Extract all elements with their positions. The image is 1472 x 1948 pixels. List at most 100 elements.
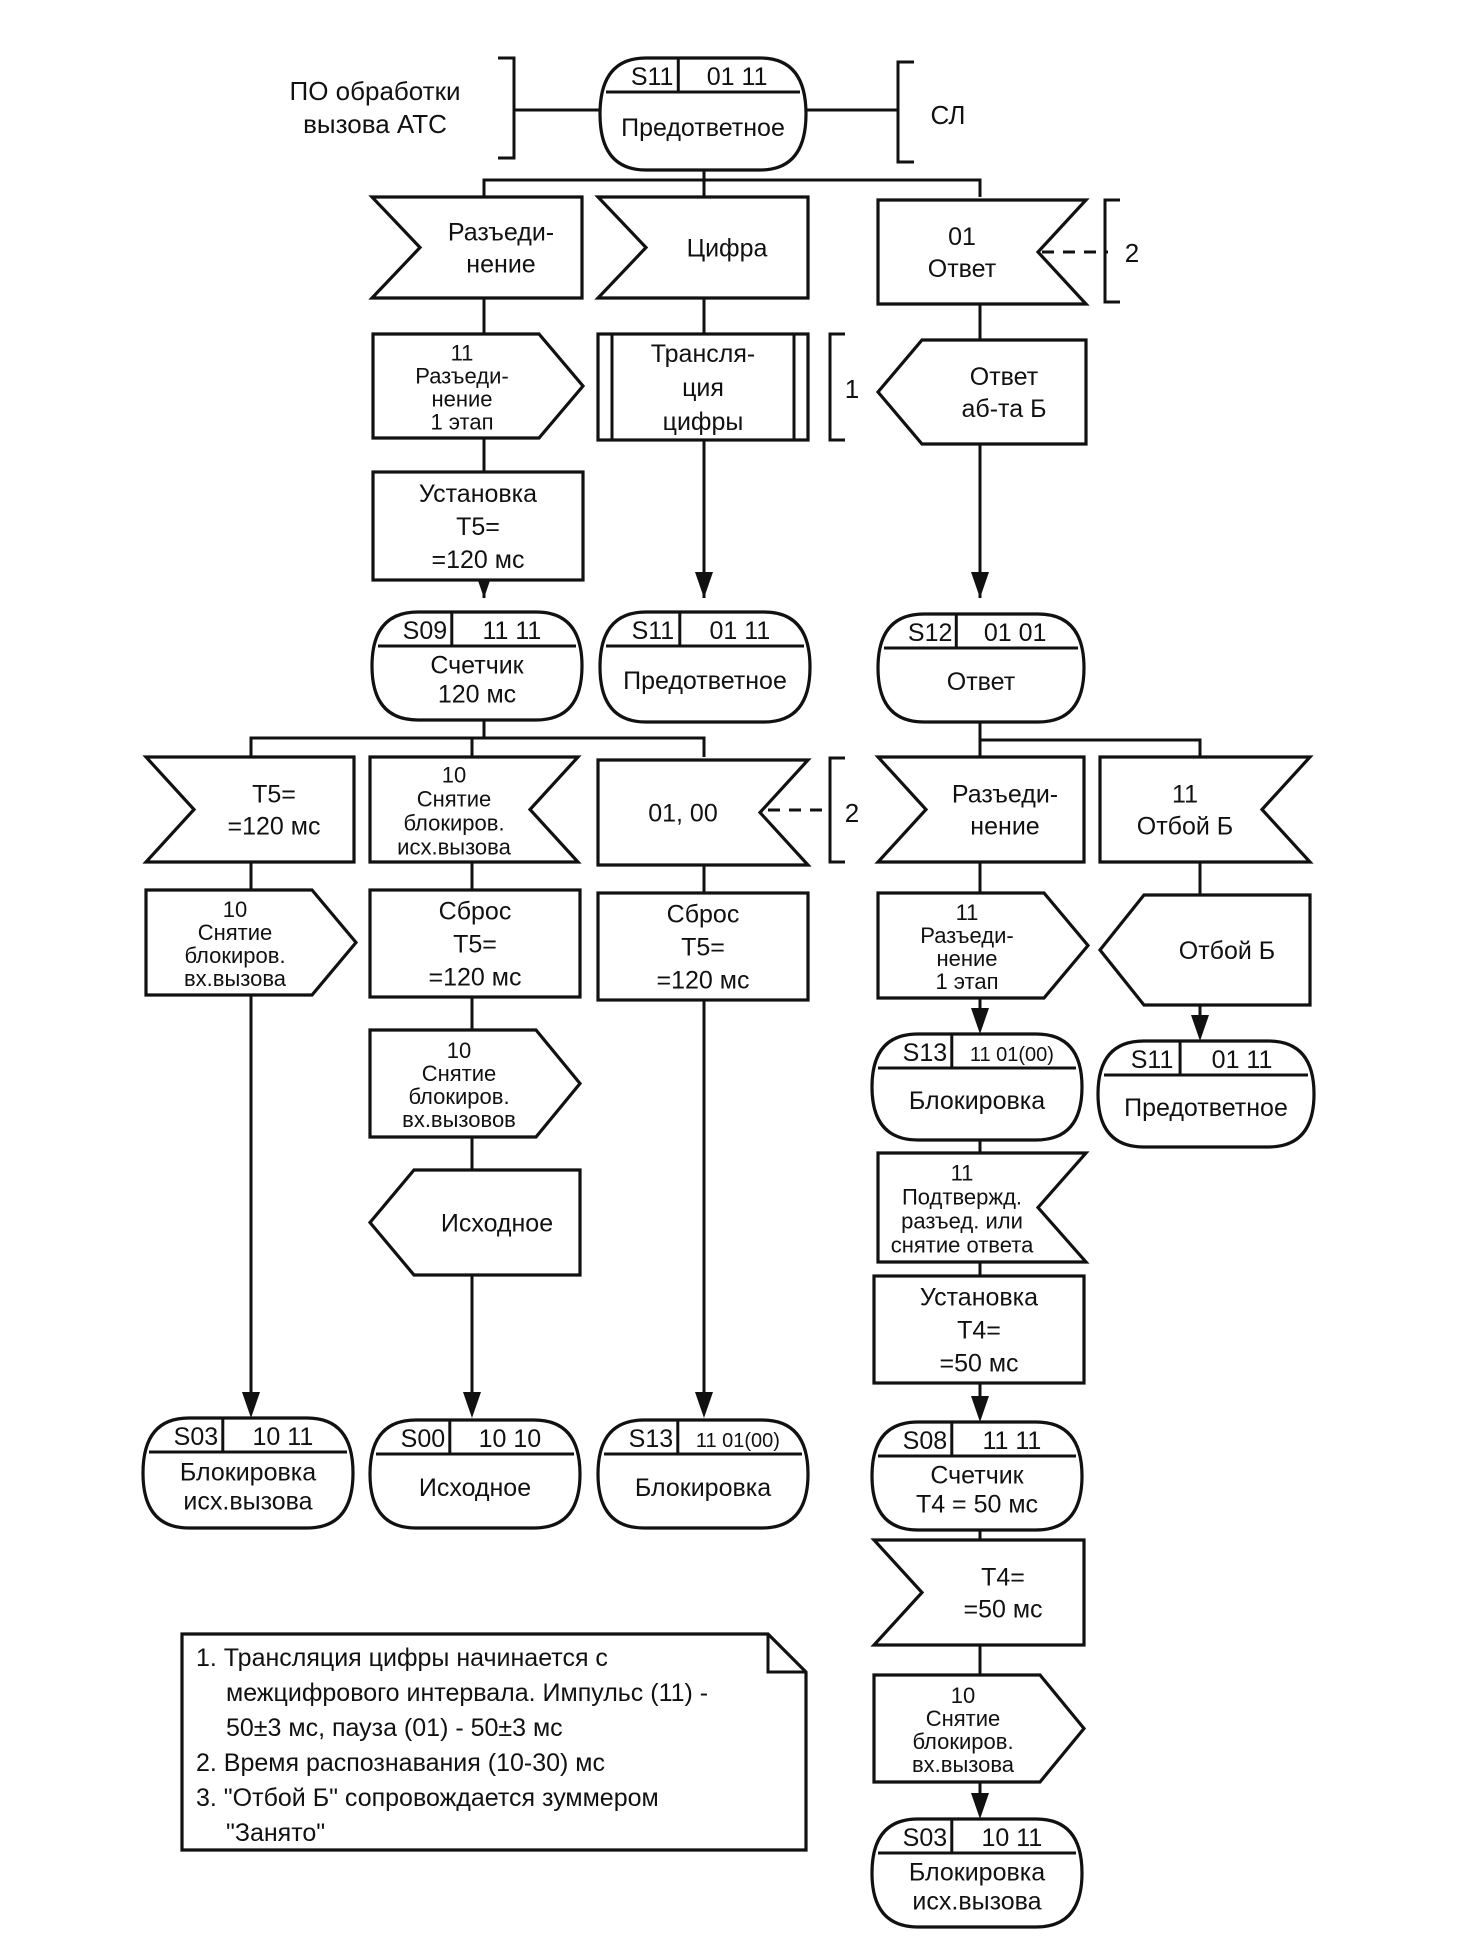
bracket-right xyxy=(896,60,914,164)
bracket-note-2 xyxy=(1103,198,1120,304)
shape-label: 10 xyxy=(223,897,247,922)
shape-label: ция xyxy=(682,374,724,402)
shape-label: блокиров. xyxy=(403,811,504,836)
shape-label: 11 xyxy=(1172,781,1198,809)
shape-label: Блокировка xyxy=(909,1859,1045,1887)
label-sl: СЛ xyxy=(931,100,966,130)
output-shape xyxy=(371,332,586,440)
arrow-head xyxy=(971,1008,989,1034)
task-shape xyxy=(596,891,810,1002)
shape-label: Разъеди- xyxy=(448,219,554,247)
input-shape xyxy=(874,755,1086,864)
arrow-head xyxy=(971,1396,989,1422)
state-code: S11 xyxy=(631,63,674,91)
state-code: S13 xyxy=(903,1039,947,1067)
state-bits: 01 11 xyxy=(1212,1046,1273,1074)
notes-dogear xyxy=(766,1634,806,1674)
output-shape xyxy=(368,1028,583,1139)
shape-label: вх.вызова xyxy=(912,1752,1015,1777)
shape-label: цифры xyxy=(663,408,744,436)
shape-label: Разъеди- xyxy=(920,923,1014,948)
shape-label: нение xyxy=(466,251,535,279)
shape-label: Установка xyxy=(419,480,537,508)
input-shape xyxy=(368,755,582,864)
input-signal-t5_left: T5==120 мс xyxy=(142,755,356,864)
shape-label: T5= xyxy=(453,931,497,959)
shape-label: T4 = 50 мс xyxy=(916,1491,1038,1519)
shape-label: 11 xyxy=(951,1161,974,1186)
note-line: 50±3 мс, пауза (01) - 50±3 мс xyxy=(226,1714,563,1742)
shape-label: 1 этап xyxy=(430,410,493,435)
shape-label: Отбой Б xyxy=(1137,813,1233,841)
arrow-head xyxy=(463,1392,481,1418)
state-bits: 01 11 xyxy=(707,63,768,91)
shape-label: Трансля- xyxy=(651,340,755,368)
shape-label: T5= xyxy=(456,513,500,541)
shape-label: 10 xyxy=(951,1683,975,1708)
state-code: S13 xyxy=(629,1425,673,1453)
input-shape xyxy=(368,195,584,300)
output-shape xyxy=(872,1673,1087,1784)
label-po-line2: вызова АТС xyxy=(303,109,447,139)
state-shape xyxy=(141,1416,355,1530)
arrow-head xyxy=(695,1392,713,1418)
input-signal-razed_2: Разъеди-нение xyxy=(874,755,1086,864)
shape-label: Цифра xyxy=(687,235,768,263)
state-shape xyxy=(870,1817,1084,1929)
shape-label: вх.вызовов xyxy=(402,1107,516,1132)
state-shape xyxy=(368,1418,582,1530)
shape-label: =120 мс xyxy=(429,964,522,992)
shape-label: 1 этап xyxy=(935,969,998,994)
state-bits: 10 11 xyxy=(253,1423,314,1451)
shape-label: Блокировка xyxy=(909,1087,1045,1115)
shape-label: Разъеди- xyxy=(952,781,1058,809)
note-marker-2: 2 xyxy=(845,798,859,828)
shape-label: исх.вызова xyxy=(397,835,511,860)
bracket-left xyxy=(498,56,516,160)
output-signal-otboi_b: Отбой Б xyxy=(1097,893,1312,1007)
note-line: 1. Трансляция цифры начинается с xyxy=(196,1644,608,1672)
shape-label: 120 мс xyxy=(438,681,516,709)
input-shape xyxy=(870,1538,1086,1647)
state-bits: 10 11 xyxy=(982,1824,1043,1852)
shape-label: блокиров. xyxy=(912,1729,1013,1754)
arrow-head xyxy=(242,1392,260,1418)
input-shape xyxy=(876,1151,1090,1264)
shape-label: 11 xyxy=(956,900,979,925)
state-shape xyxy=(1096,1039,1316,1149)
shape-label: нение xyxy=(431,387,492,412)
state-code: S00 xyxy=(401,1425,445,1453)
task-shape xyxy=(872,1274,1086,1385)
shape-label: 11 xyxy=(451,341,474,366)
shape-label: Исходное xyxy=(441,1210,553,1238)
input-shape xyxy=(1098,755,1314,864)
input-signal-code_0100: 01, 00 xyxy=(596,758,812,867)
shape-label: Снятие xyxy=(422,1061,497,1086)
shape-label: =50 мс xyxy=(963,1596,1042,1624)
shape-label: нение xyxy=(970,813,1039,841)
shape-label: Установка xyxy=(920,1284,1038,1312)
shape-label: Предответное xyxy=(623,667,787,695)
state-bits: 11 01(00) xyxy=(696,1430,780,1452)
shape-label: T4= xyxy=(957,1317,1001,1345)
shape-label: исх.вызова xyxy=(183,1488,312,1516)
output-signal-ishodnoe: Исходное xyxy=(367,1168,582,1277)
state-shape xyxy=(876,612,1086,724)
shape-label: 10 xyxy=(447,1038,471,1063)
notes-box: 1. Трансляция цифры начинается с межцифр… xyxy=(180,1632,808,1852)
connector xyxy=(249,736,706,757)
